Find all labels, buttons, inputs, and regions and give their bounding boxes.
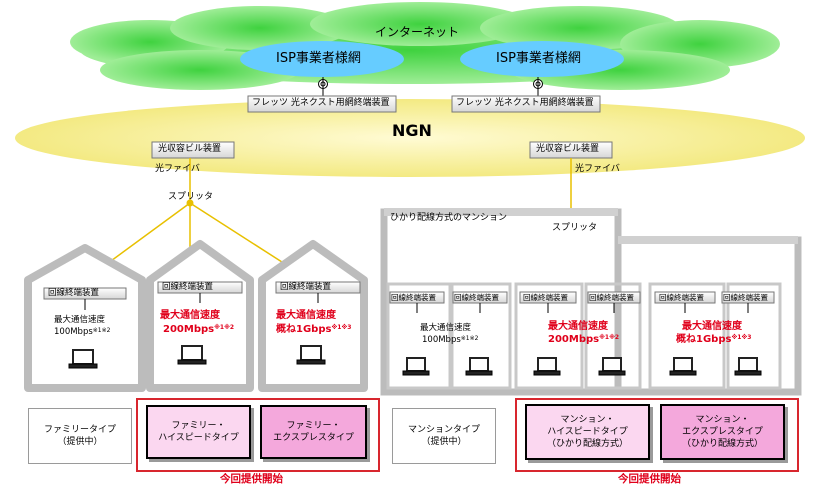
new-service-frame-left [136, 398, 380, 472]
splitter-right-label: スプリッタ [552, 223, 598, 233]
type-mansion-ex: マンション・ エクスプレスタイプ （ひかり配線方式） [660, 404, 785, 460]
type-family: ファミリータイプ （提供中） [28, 408, 132, 464]
fiber-left-label: 光ファイバ [155, 164, 200, 174]
type-family-ex: ファミリー・ エクスプレスタイプ [260, 405, 367, 459]
splitter-left-label: スプリッタ [168, 192, 214, 202]
speed-hs-label: 最大通信速度 [160, 310, 220, 321]
speed-family-label: 最大通信速度 [54, 315, 106, 325]
speed-mansion-label: 最大通信速度 [420, 323, 472, 333]
onu-label: 回線終端装置 [659, 293, 704, 302]
flets-left-label: フレッツ 光ネクスト用網終端装置 [252, 98, 390, 108]
onu-label: 回線終端装置 [723, 293, 768, 302]
onu-label: 回線終端装置 [589, 293, 634, 302]
speed-hs-value: 200Mbps※1※2 [163, 324, 235, 335]
onu-label: 回線終端装置 [48, 288, 100, 298]
internet-cloud [70, 2, 780, 90]
onu-label: 回線終端装置 [391, 293, 436, 302]
type-family-hs: ファミリー・ ハイスピードタイプ [146, 405, 251, 459]
laptop-icon [68, 345, 762, 376]
start-label-right: 今回提供開始 [618, 473, 681, 485]
speed-mansion-ex-label: 最大通信速度 [682, 321, 742, 332]
internet-label: インターネット [375, 25, 460, 39]
type-mansion: マンションタイプ （提供中） [392, 408, 496, 464]
mansion-label: ひかり配線方式のマンション [390, 213, 508, 223]
onu-label: 回線終端装置 [523, 293, 568, 302]
house-family-hs [146, 240, 254, 392]
house-family-ex [258, 240, 368, 392]
onu-label: 回線終端装置 [280, 282, 332, 292]
isp-left-label: ISP事業者様網 [276, 51, 361, 66]
new-service-frame-right [515, 398, 799, 472]
house-family [24, 244, 146, 392]
onu-label: 回線終端装置 [454, 293, 499, 302]
fiber-right-label: 光ファイバ [575, 164, 620, 174]
isp-network-right [460, 41, 624, 77]
start-label-left: 今回提供開始 [220, 473, 283, 485]
type-mansion-hs: マンション・ ハイスピードタイプ （ひかり配線方式） [525, 404, 650, 460]
isp-right-label: ISP事業者様網 [496, 51, 581, 66]
flets-right-label: フレッツ 光ネクスト用網終端装置 [456, 98, 594, 108]
speed-mansion-ex-value: 概ね1Gbps※1※3 [676, 334, 752, 345]
isp-network-left [240, 41, 404, 77]
speed-ex-value: 概ね1Gbps※1※3 [276, 324, 352, 335]
speed-family-value: 100Mbps※1※2 [54, 327, 111, 337]
speed-mansion-hs-value: 200Mbps※1※2 [548, 334, 620, 345]
speed-mansion-hs-label: 最大通信速度 [548, 321, 608, 332]
speed-mansion-value: 100Mbps※1※2 [422, 335, 479, 345]
building-left-label: 光収容ビル装置 [158, 144, 222, 154]
ngn-label: NGN [392, 121, 432, 140]
building-right-label: 光収容ビル装置 [536, 144, 600, 154]
onu-label: 回線終端装置 [162, 282, 214, 292]
speed-ex-label: 最大通信速度 [276, 310, 336, 321]
